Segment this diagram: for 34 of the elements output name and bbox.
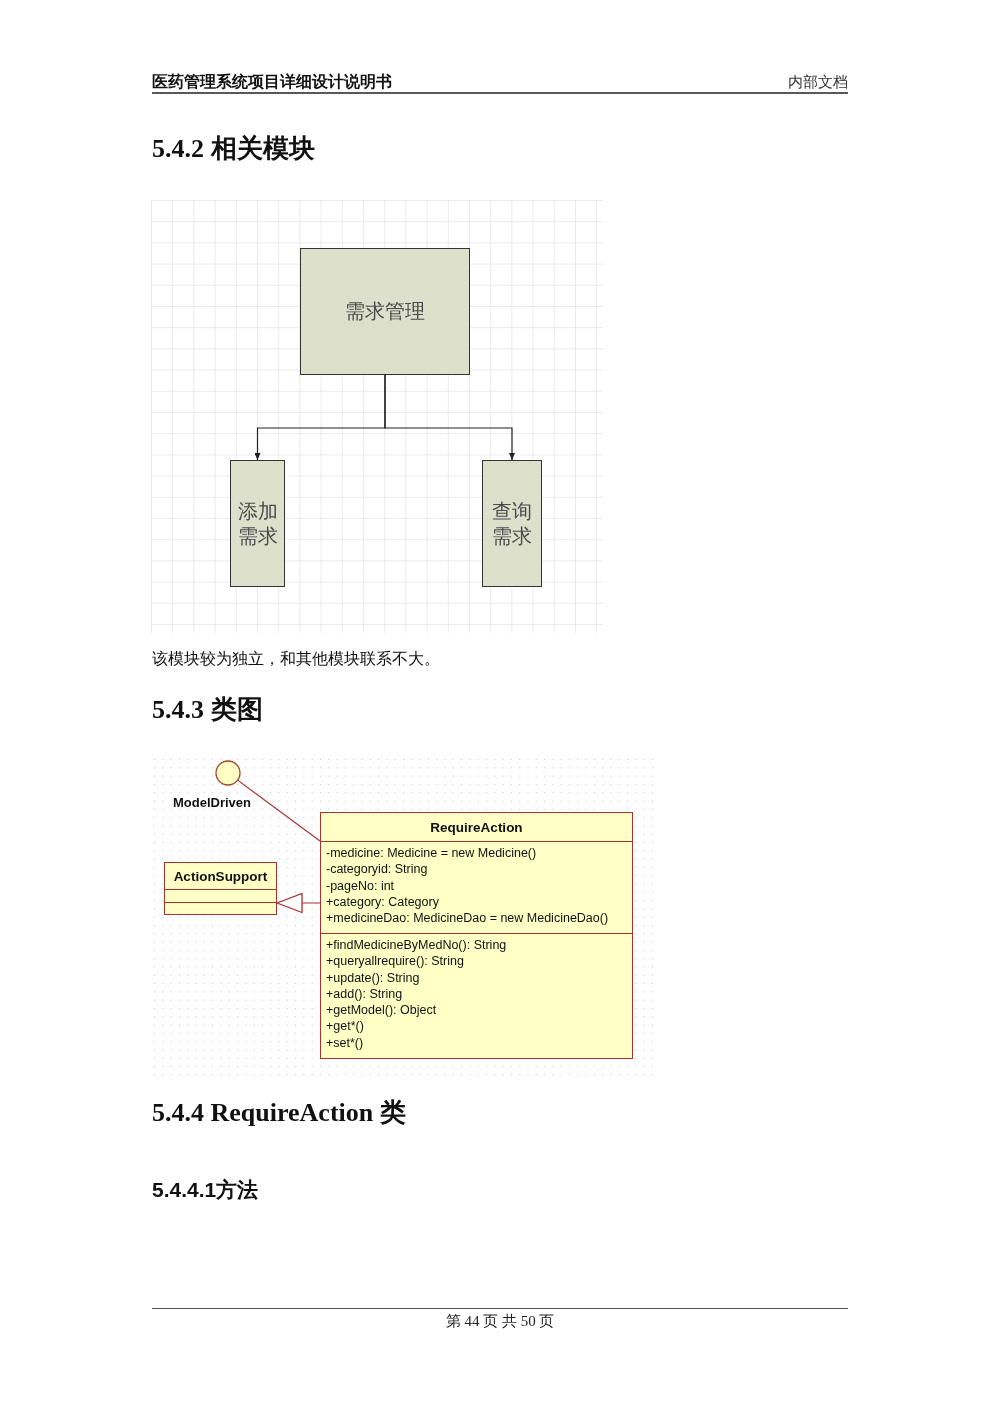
- class-box: [164, 862, 277, 915]
- method-text: +set*(): [326, 1034, 364, 1052]
- realization-line: [237, 779, 321, 842]
- paragraph: 该模块较为独立，和其他模块联系不大。: [152, 650, 440, 669]
- method-text: +get*(): [326, 1018, 364, 1035]
- class-box: [320, 812, 633, 1059]
- box-label: 需求管理: [345, 299, 425, 324]
- attribute-text: -medicine: Medicine = new Medicine(): [326, 845, 537, 862]
- section-heading: 5.4.2 相关模块: [152, 134, 315, 164]
- method-text: +queryallrequire(): String: [326, 953, 464, 970]
- module-box: [482, 460, 542, 587]
- method-text: +add(): String: [326, 985, 403, 1003]
- interface-name: ModelDriven: [173, 795, 251, 810]
- connector-arrow: [384, 374, 515, 461]
- document-label: 内部文档: [788, 74, 848, 91]
- box-label: 查询需求: [491, 498, 533, 549]
- attribute-text: +category: Category: [326, 893, 439, 911]
- section-heading: 5.4.3 类图: [152, 695, 263, 725]
- document-title: 医药管理系统项目详细设计说明书: [152, 73, 392, 92]
- subsection-heading: 5.4.4.1方法: [152, 1178, 259, 1203]
- class-name: RequireAction: [430, 819, 523, 835]
- module-box: [230, 460, 285, 587]
- attribute-text: -categoryid: String: [326, 861, 428, 878]
- method-text: +getModel(): Object: [326, 1002, 437, 1019]
- attribute-text: -pageNo: int: [326, 877, 395, 894]
- box-label: 添加需求: [236, 498, 279, 549]
- method-text: +update(): String: [326, 969, 420, 986]
- method-text: +findMedicineByMedNo(): String: [326, 937, 507, 954]
- generalization-arrow: [276, 892, 321, 914]
- section-heading: 5.4.4 RequireAction 类: [152, 1098, 406, 1128]
- class-name: ActionSupport: [173, 868, 268, 884]
- page-number: 第 44 页 共 50 页: [445, 1313, 555, 1331]
- attribute-text: +medicineDao: MedicineDao = new MedicineDao(): [326, 910, 609, 927]
- module-box: [300, 248, 470, 375]
